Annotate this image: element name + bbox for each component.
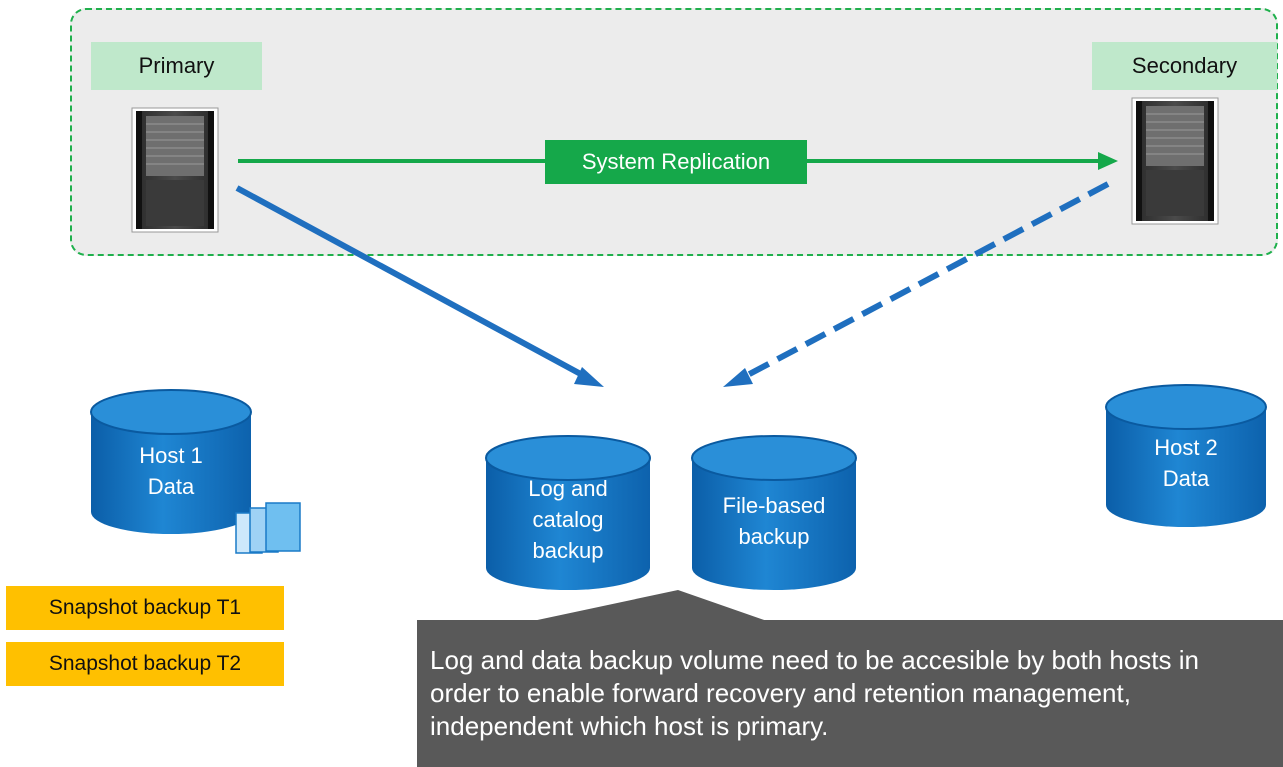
snapshot-backup-t2: Snapshot backup T2 <box>6 642 284 686</box>
host1-data-cylinder <box>90 389 252 534</box>
snapshot-stack-icon <box>235 502 301 554</box>
log-catalog-backup-cylinder <box>485 435 651 590</box>
primary-server-icon <box>131 107 219 233</box>
secondary-to-backup-dashed-arrow <box>723 181 1110 387</box>
callout-box <box>417 590 1283 767</box>
snapshot-backup-t1: Snapshot backup T1 <box>6 586 284 630</box>
file-based-backup-cylinder <box>691 435 857 590</box>
file-based-backup-label: File-based backup <box>722 493 826 549</box>
log-catalog-backup-label: Log and catalog backup <box>528 476 608 563</box>
primary-to-backup-arrow <box>235 185 604 387</box>
system-replication-label: System Replication <box>545 140 807 184</box>
host2-data-label: Host 2 Data <box>1154 435 1218 491</box>
callout-text: Log and data backup volume need to be ac… <box>430 645 1199 741</box>
secondary-server-icon <box>1131 97 1219 225</box>
host1-data-label: Host 1 Data <box>139 443 203 499</box>
secondary-label: Secondary <box>1092 42 1277 90</box>
primary-label: Primary <box>91 42 262 90</box>
host2-data-cylinder <box>1105 384 1267 527</box>
system-replication-zone <box>70 8 1278 256</box>
